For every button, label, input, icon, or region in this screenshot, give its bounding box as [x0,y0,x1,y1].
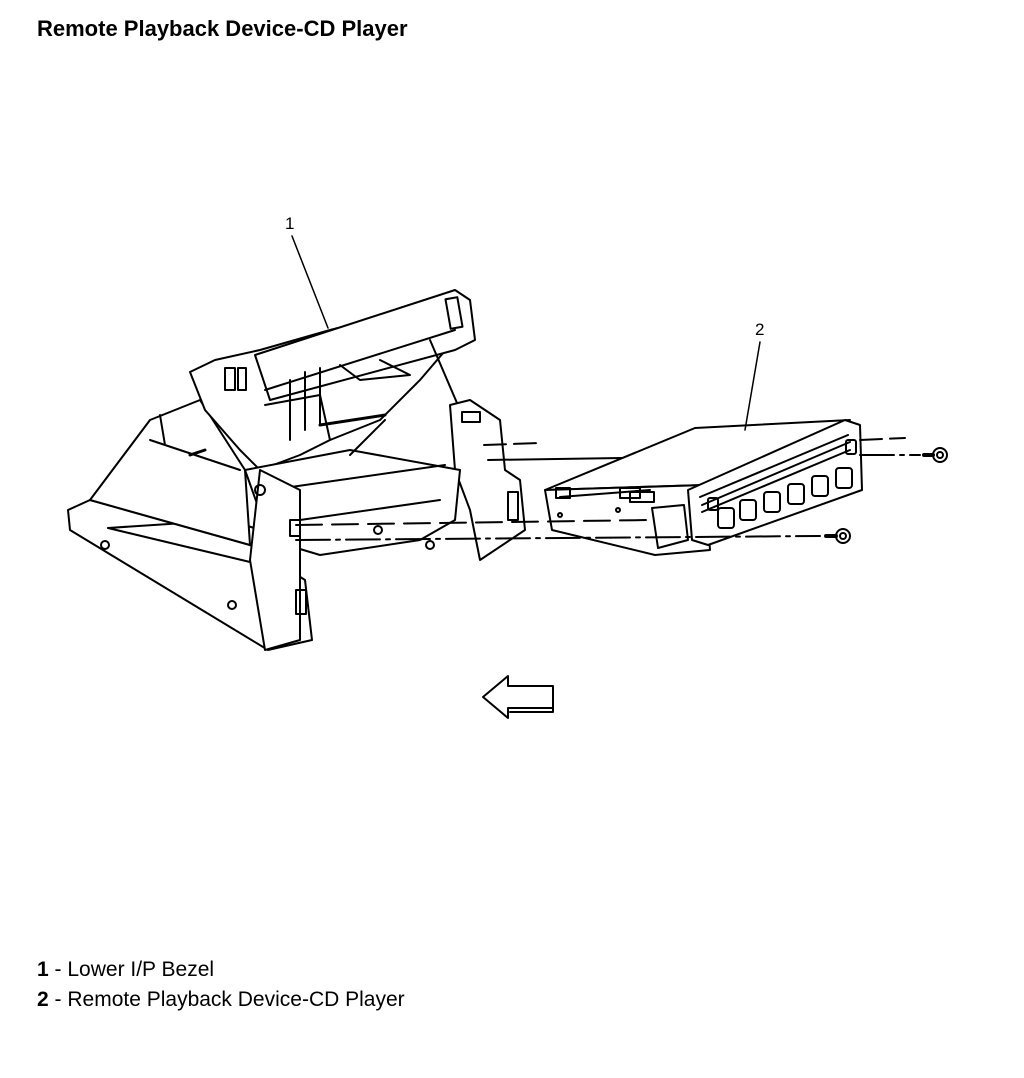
alignment-lines [295,437,921,541]
screw-upper [922,447,948,463]
cd-player [544,419,863,556]
legend-text: Remote Playback Device-CD Player [67,988,405,1011]
callout-1: 1 [285,214,294,233]
legend-item: 1 - Lower I/P Bezel [37,955,405,985]
leader-line-2 [744,341,761,431]
screw-lower [824,528,851,544]
legend-number: 2 [37,988,49,1011]
legend-separator: - [48,988,68,1011]
diagram-title: Remote Playback Device-CD Player [37,16,408,41]
legend: 1 - Lower I/P Bezel 2 - Remote Playback … [37,955,405,1015]
lower-ip-bezel [67,289,526,651]
legend-number: 1 [37,958,49,981]
leader-line-1 [291,235,329,329]
legend-item: 2 - Remote Playback Device-CD Player [37,985,405,1015]
callout-2: 2 [755,320,764,339]
legend-text: Lower I/P Bezel [67,958,215,981]
legend-separator: - [48,958,68,981]
forward-direction-arrow-icon [482,675,554,719]
